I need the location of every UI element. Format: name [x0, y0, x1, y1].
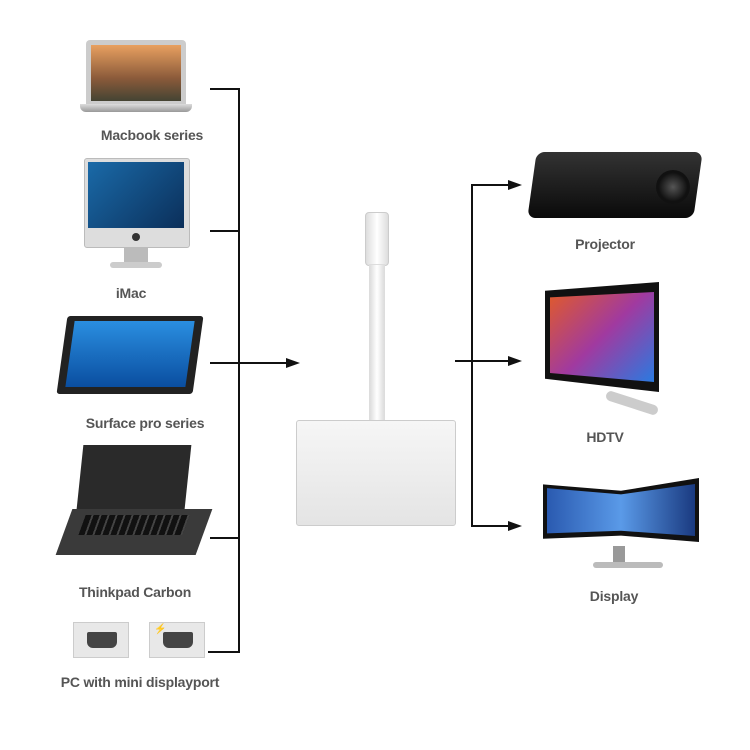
arrow-icon	[508, 521, 522, 531]
projector-icon	[527, 142, 703, 228]
thunderbolt-port-icon: ⚡	[149, 622, 205, 658]
mini-displayport-icon	[73, 622, 129, 658]
connector-line	[208, 651, 240, 653]
surface-pro-icon	[56, 316, 204, 398]
connector-line	[210, 230, 240, 232]
bracket-line	[471, 184, 473, 527]
source-label: Thinkpad Carbon	[78, 584, 192, 600]
macbook-icon	[80, 40, 192, 116]
imac-icon	[84, 158, 190, 270]
connector-line	[455, 360, 473, 362]
arrow-icon	[508, 180, 522, 190]
connector-line	[210, 88, 240, 90]
usb-c-adapter-icon	[296, 212, 456, 527]
arrow-icon	[286, 358, 300, 368]
connector-line	[210, 362, 240, 364]
source-label: iMac	[115, 285, 147, 301]
connector-line	[471, 184, 511, 186]
bracket-line	[238, 88, 240, 653]
thinkpad-icon	[55, 445, 213, 557]
source-label: Macbook series	[100, 127, 204, 143]
output-label: Display	[589, 588, 639, 604]
connector-line	[240, 362, 290, 364]
connector-line	[471, 525, 511, 527]
hdtv-icon	[545, 270, 663, 417]
output-label: Projector	[575, 236, 635, 252]
curved-monitor-icon	[543, 468, 701, 574]
output-label: HDTV	[586, 429, 624, 445]
source-label: Surface pro series	[85, 415, 205, 431]
arrow-icon	[508, 356, 522, 366]
connector-line	[471, 360, 511, 362]
source-label: PC with mini displayport	[60, 674, 220, 690]
connector-line	[210, 537, 240, 539]
